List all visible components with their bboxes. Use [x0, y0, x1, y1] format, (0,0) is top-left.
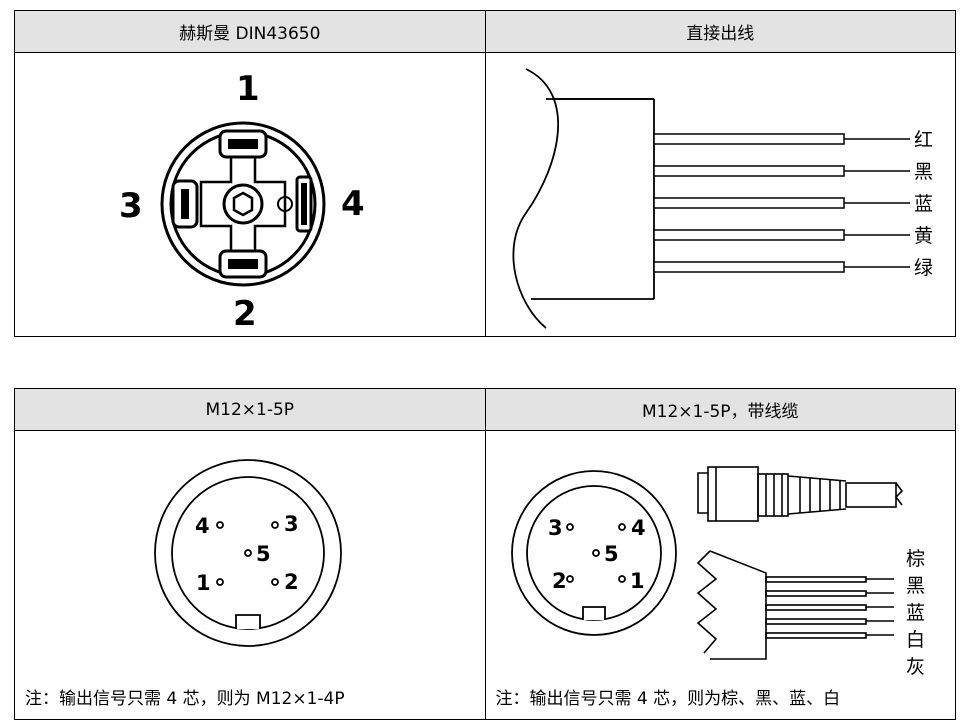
- direct-wire-diagram: 红 黑 蓝 黄 绿: [486, 53, 956, 336]
- header-m12-5p-cable: M12×1-5P，带线缆: [484, 388, 956, 431]
- header-m12-5p: M12×1-5P: [14, 388, 486, 431]
- cable-label-gray: 灰: [906, 656, 925, 678]
- m12-pin-2-label: 2: [284, 570, 299, 594]
- cable-pin-3-label: 3: [548, 516, 563, 540]
- m12-pin-3-label: 3: [284, 512, 299, 536]
- wire-label-red: 红: [914, 129, 933, 151]
- m12-pin-1-label: 1: [196, 571, 211, 595]
- din-pin-4-label: 4: [341, 184, 365, 224]
- cable-label-blue: 蓝: [906, 602, 925, 624]
- din-pin-2-label: 2: [233, 294, 257, 334]
- cable-pin-1-label: 1: [630, 569, 645, 593]
- connector-table-bottom: M12×1-5P M12×1-5P，带线缆 4 3 5 1: [14, 388, 956, 720]
- connector-table-top: 赫斯曼 DIN43650 直接出线: [14, 10, 956, 337]
- note-m12-4p: 注：输出信号只需 4 芯，则为 M12×1-4P: [25, 689, 345, 709]
- m12-pin-4-label: 4: [195, 514, 210, 538]
- wire-label-green: 绿: [914, 257, 933, 279]
- cable-pin-4-label: 4: [631, 516, 646, 540]
- din43650-diagram: 1 2 3 4: [15, 53, 485, 336]
- wire-group: [652, 133, 910, 273]
- wire-label-blue: 蓝: [914, 193, 933, 215]
- m12-5p-cable-diagram: 3 4 5 2 1: [486, 431, 956, 719]
- m12-pin-5-label: 5: [256, 542, 271, 566]
- connector-side-view: [696, 466, 903, 522]
- din-pin-3-label: 3: [119, 186, 143, 226]
- cable-label-black: 黑: [906, 575, 925, 597]
- wire-label-black: 黑: [914, 161, 933, 183]
- cable-label-white: 白: [906, 629, 925, 651]
- m12-5p-diagram: 4 3 5 1 2 注：输出信号只需 4 芯，则为 M12×1-4P: [15, 431, 485, 719]
- cable-label-brown: 棕: [906, 548, 925, 570]
- cable-wire-group: [696, 550, 894, 660]
- din-pin-1-label: 1: [236, 69, 260, 109]
- cable-pin-5-label: 5: [604, 542, 619, 566]
- cable-pin-2-label: 2: [552, 569, 567, 593]
- header-direct-wire: 直接出线: [484, 10, 956, 53]
- note-cable-4-core: 注：输出信号只需 4 芯，则为棕、黑、蓝、白: [495, 689, 841, 709]
- header-din43650: 赫斯曼 DIN43650: [14, 10, 486, 53]
- wire-label-yellow: 黄: [914, 225, 933, 247]
